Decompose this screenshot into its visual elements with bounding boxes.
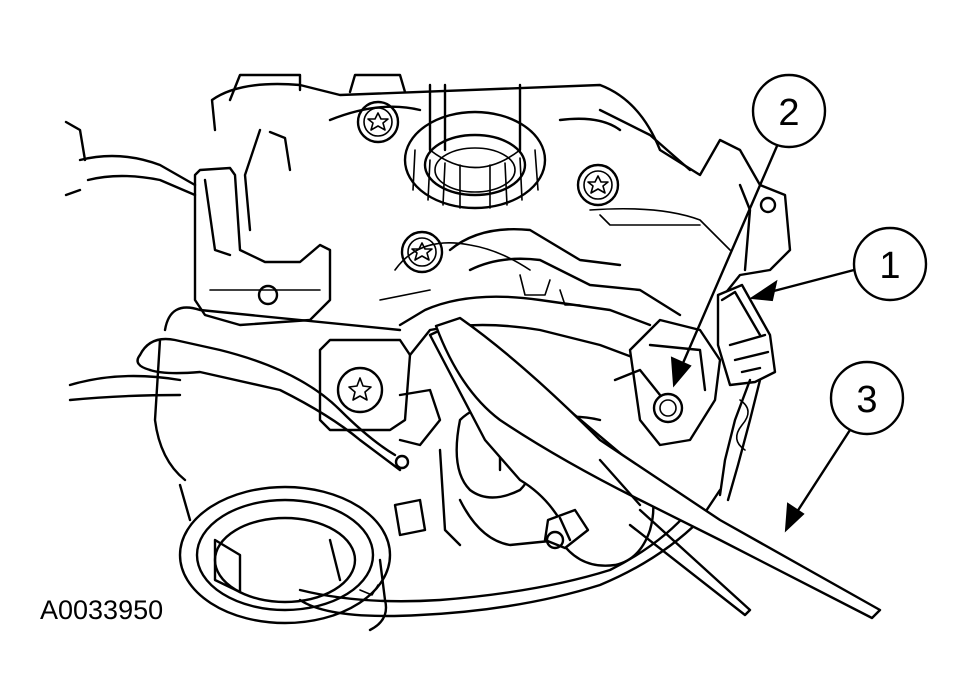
steering-shaft (403, 83, 547, 210)
mounting-hole (759, 196, 777, 214)
lower-column-tube (153, 306, 402, 632)
callout-2-label: 2 (778, 92, 799, 134)
lever-bracket (193, 128, 332, 327)
figure-id: A0033950 (40, 595, 163, 625)
torx-screw-right (576, 163, 620, 207)
callout-3: 3 (784, 360, 905, 533)
torx-screw-top (356, 100, 400, 144)
locking-clip (613, 318, 722, 447)
release-tool (434, 316, 882, 620)
callout-2: 2 (670, 73, 827, 388)
callout-1-label: 1 (879, 245, 900, 287)
wiring-harness-left (64, 120, 197, 402)
torx-screw-center (400, 230, 444, 274)
lock-housing (318, 338, 442, 537)
callout-3-label: 3 (856, 379, 877, 421)
callout-1: 1 (749, 226, 928, 302)
electrical-connector (716, 283, 777, 502)
wire-loop (136, 337, 410, 472)
